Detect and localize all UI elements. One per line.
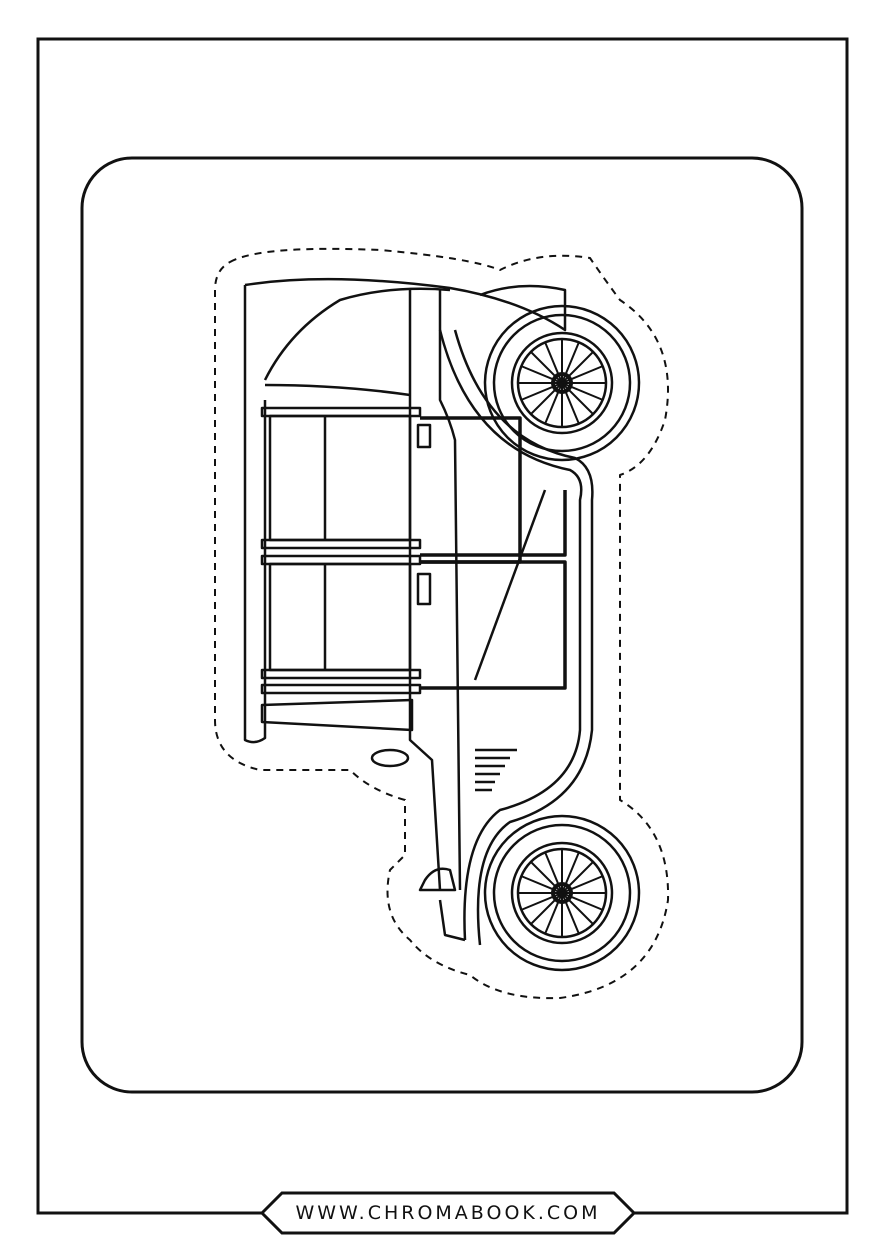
car-illustration	[214, 247, 670, 1000]
cut-line	[214, 247, 670, 1000]
website-footer-label: WWW.CHROMABOOK.COM	[295, 1202, 601, 1224]
rear-wheel	[483, 814, 641, 972]
inner-card-frame	[80, 156, 804, 1094]
vent-lines-icon	[475, 748, 517, 792]
footer-badge	[259, 1191, 637, 1235]
outer-frame	[36, 37, 849, 1215]
front-wheel	[483, 304, 641, 462]
